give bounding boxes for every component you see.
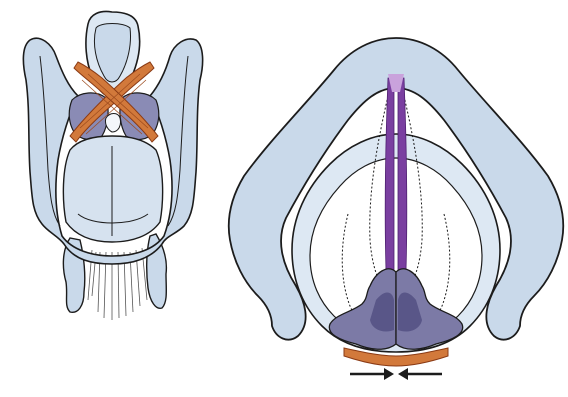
- cricoid-cartilage: [63, 136, 162, 242]
- vocal-fold-right: [398, 78, 407, 270]
- vocal-fold-left: [385, 78, 394, 270]
- corniculate-cartilage: [105, 114, 120, 133]
- superior-view-figure: [229, 38, 563, 380]
- direction-arrows: [350, 368, 442, 380]
- posterior-view-figure: [23, 12, 202, 321]
